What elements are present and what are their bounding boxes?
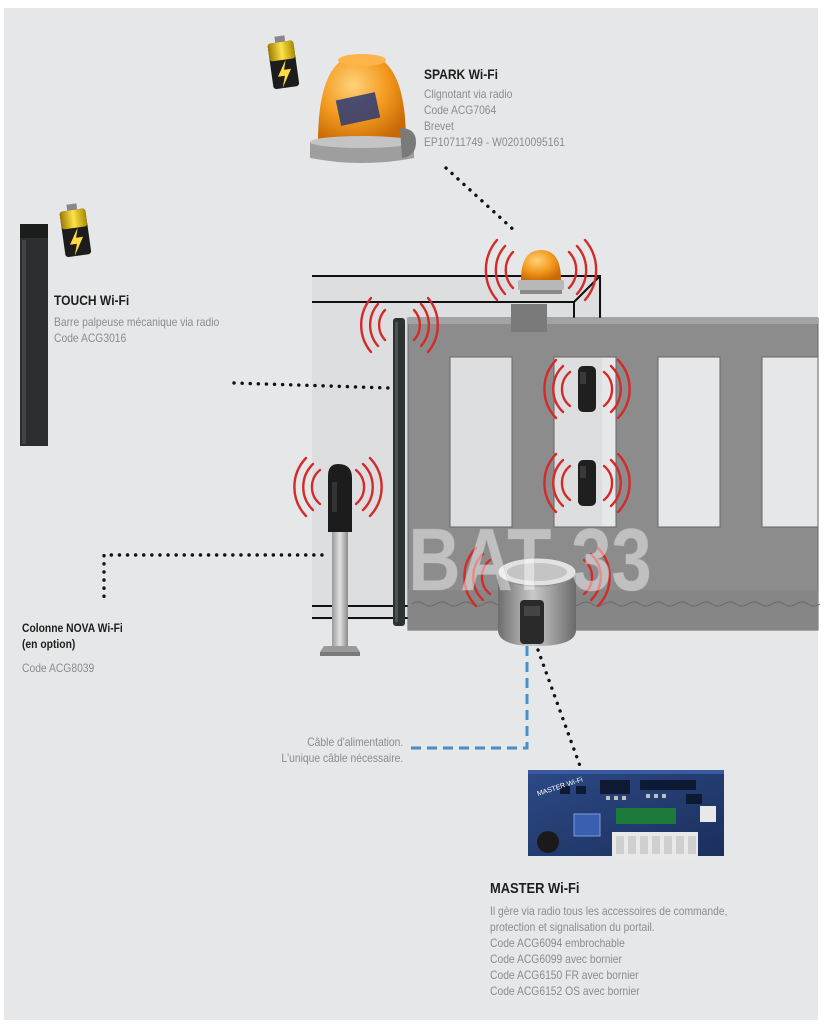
- master-title: MASTER Wi-Fi: [490, 880, 580, 897]
- nova-title-line: Colonne NOVA Wi-Fi: [22, 621, 123, 635]
- spark-line: Code ACG7064: [424, 103, 497, 117]
- spark-description: Clignotant via radio Code ACG7064 Brevet…: [424, 86, 565, 150]
- master-line: Code ACG6094 embrochable: [490, 936, 625, 950]
- watermark: BAT 33: [408, 511, 651, 609]
- master-description: Il gère via radio tous les accessoires d…: [490, 903, 727, 999]
- nova-code: Code ACG8039: [22, 661, 95, 675]
- flashing-lamp-icon: [518, 250, 564, 294]
- master-line: Code ACG6152 OS avec bornier: [490, 984, 640, 998]
- control-board-icon: MASTER Wi-Fi: [528, 770, 724, 858]
- touch-line: Code ACG3016: [54, 331, 127, 345]
- nova-title: Colonne NOVA Wi-Fi (en option): [22, 620, 123, 652]
- spark-title: SPARK Wi-Fi: [424, 66, 498, 82]
- power-cable: [410, 646, 529, 750]
- spark-lamp-icon: [310, 54, 416, 163]
- touch-title: TOUCH Wi-Fi: [54, 292, 130, 308]
- cable-line: L'unique câble nécessaire.: [281, 751, 404, 765]
- nova-title-line: (en option): [22, 637, 76, 651]
- battery-icon: [59, 35, 300, 258]
- cable-description: Câble d'alimentation. L'unique câble néc…: [276, 734, 403, 766]
- sliding-gate: [407, 304, 821, 631]
- nova-column-icon: [320, 464, 360, 656]
- spark-line: EP10711749 - W02010095161: [424, 135, 565, 149]
- master-line: Code ACG6099 avec bornier: [490, 952, 622, 966]
- master-line: Code ACG6150 FR avec bornier: [490, 968, 639, 982]
- touch-safety-edge: [393, 318, 405, 626]
- cable-line: Câble d'alimentation.: [307, 735, 404, 749]
- photocell-icon: [578, 366, 596, 506]
- motor-icon: [497, 557, 577, 646]
- dotted-connectors: [102, 166, 582, 768]
- spark-line: Clignotant via radio: [424, 87, 513, 101]
- master-line: Il gère via radio tous les accessoires d…: [490, 904, 728, 918]
- master-line: protection et signalisation du portail.: [490, 920, 655, 934]
- touch-description: Barre palpeuse mécanique via radio Code …: [54, 314, 219, 346]
- touch-line: Barre palpeuse mécanique via radio: [54, 315, 220, 329]
- radio-signal-icon: [293, 238, 631, 608]
- spark-line: Brevet: [424, 119, 454, 133]
- touch-bar-icon: [20, 224, 48, 446]
